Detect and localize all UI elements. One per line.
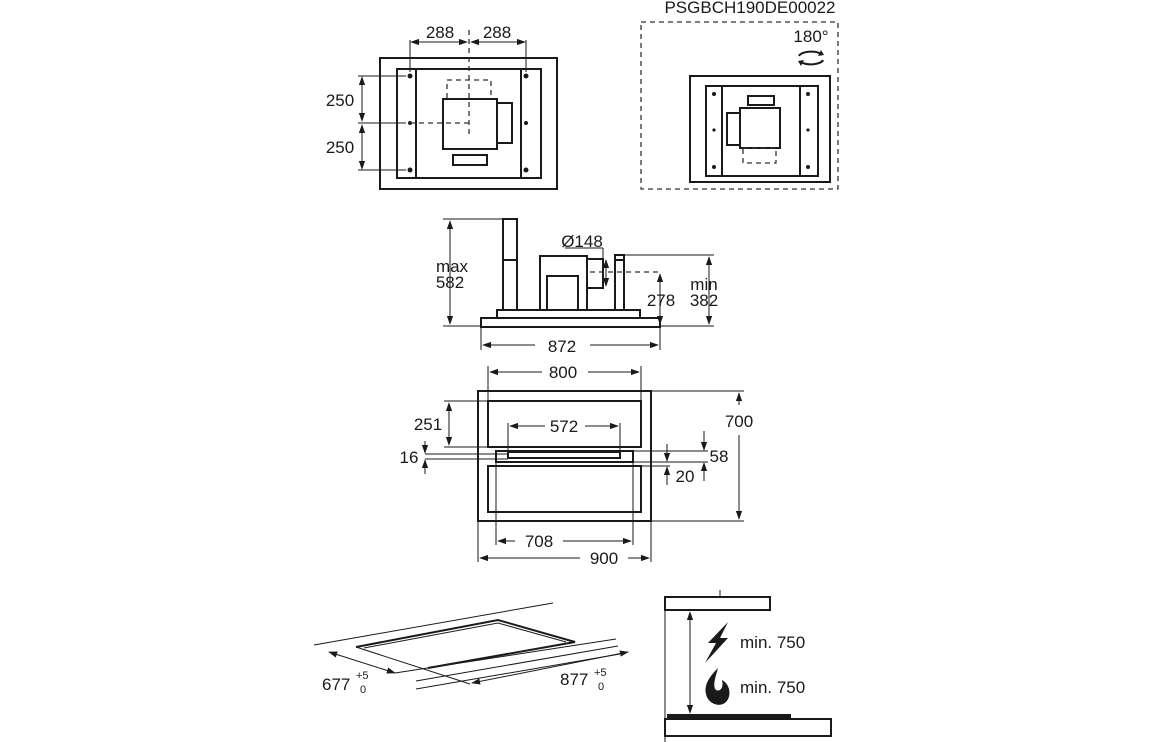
dim-288-left: 288	[426, 23, 454, 42]
rotate-icon	[798, 50, 824, 66]
max-label: max	[436, 257, 469, 276]
top-view: 288 288 250 250	[326, 23, 558, 190]
dim-877: 877	[560, 670, 588, 689]
dim-250-lower: 250	[326, 138, 354, 157]
cutout-depth-dimension: 677 +5 0	[322, 670, 369, 696]
electric-clearance: min. 750	[740, 633, 805, 652]
dim-677-tol-minus: 0	[360, 684, 366, 696]
dim-677: 677	[322, 675, 350, 694]
rotation-label: 180°	[793, 27, 828, 46]
product-code: PSGBCH190DE00022	[664, 0, 835, 17]
lightning-icon	[705, 622, 728, 663]
clearance-view: min. 750 min. 750	[664, 590, 832, 742]
dim-20: 20	[676, 467, 695, 486]
flame-icon	[705, 668, 730, 705]
dim-677-tol-plus: +5	[356, 670, 369, 682]
dim-877-tol-plus: +5	[594, 667, 607, 679]
min-value: 382	[690, 291, 718, 310]
dim-572: 572	[550, 417, 578, 436]
max-value: 582	[436, 273, 464, 292]
dim-251: 251	[414, 415, 442, 434]
dim-278: 278	[647, 291, 675, 310]
cutout-view: 677 +5 0 877 +5 0	[313, 602, 629, 696]
dim-800: 800	[549, 363, 577, 382]
dim-872: 872	[548, 337, 576, 356]
dim-250-upper: 250	[326, 91, 354, 110]
front-view: 800 251 572 16 58 20 700 708 900	[400, 363, 754, 568]
dim-877-tol-minus: 0	[598, 681, 604, 693]
dim-700: 700	[725, 412, 753, 431]
dim-708: 708	[525, 532, 553, 551]
cutout-width-dimension: 877 +5 0	[560, 667, 607, 693]
dim-16: 16	[400, 448, 419, 467]
gas-clearance: min. 750	[740, 678, 805, 697]
dim-58: 58	[710, 447, 729, 466]
min-label: min	[690, 275, 717, 294]
duct-diameter: Ø148	[561, 232, 603, 251]
dim-288-right: 288	[483, 23, 511, 42]
dim-900: 900	[590, 549, 618, 568]
rotated-view: PSGBCH190DE00022 180°	[640, 0, 839, 190]
side-view: max 582 Ø148 278 min 382 872	[436, 218, 718, 356]
